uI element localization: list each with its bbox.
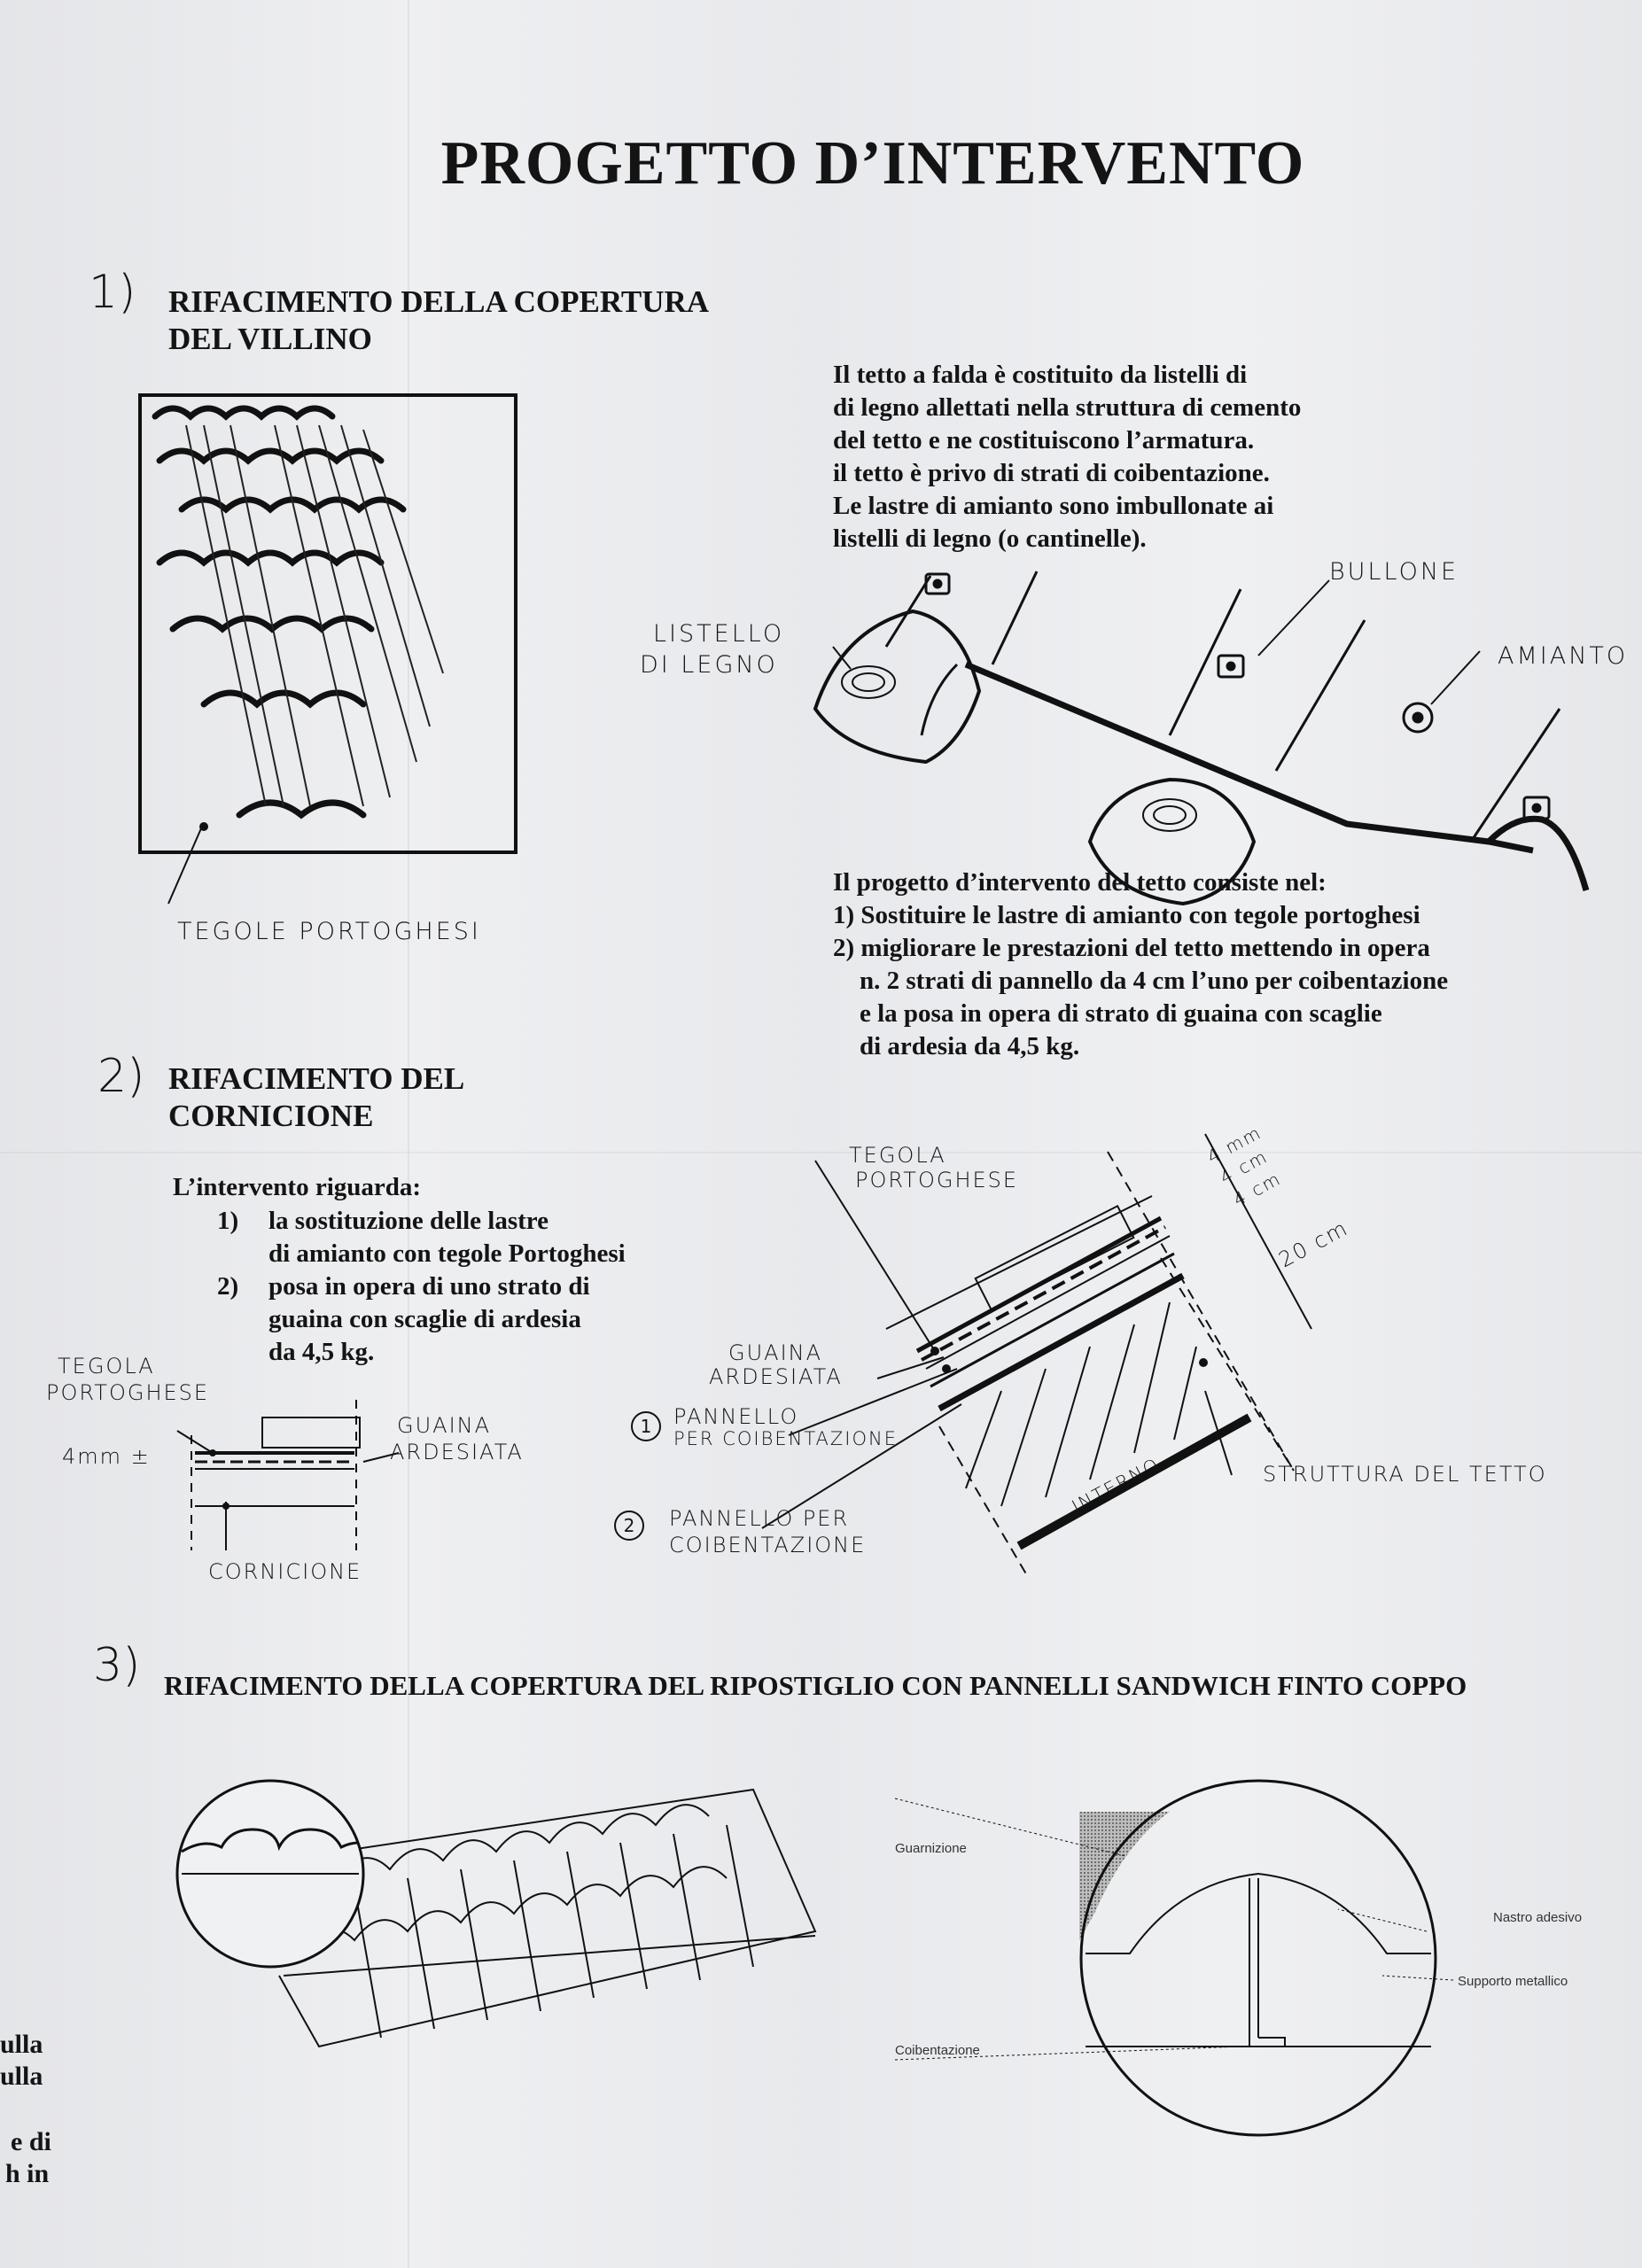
section-label-guaina-line1: GUAINA bbox=[728, 1340, 823, 1365]
label-tegole-portoghesi: TEGOLE PORTOGHESI bbox=[177, 918, 481, 945]
project-line: e la posa in opera di strato di guaina c… bbox=[860, 999, 1382, 1028]
section-label-struttura: STRUTTURA DEL TETTO bbox=[1263, 1462, 1547, 1487]
fold-crease-vertical bbox=[408, 0, 409, 2268]
section-label-pannello1-line2: PER COIBENTAZIONE bbox=[673, 1428, 898, 1449]
section1-heading-line2: DEL VILLINO bbox=[168, 322, 372, 356]
description-line: Il tetto a falda è costituito da listell… bbox=[833, 361, 1248, 389]
section1-heading-line1: RIFACIMENTO DELLA COPERTURA bbox=[168, 284, 710, 319]
cornicione-label-tegola-line2: PORTOGHESE bbox=[46, 1380, 210, 1405]
pannello-2-marker: 2 bbox=[614, 1511, 644, 1541]
detail-label-coibentazione: Coibentazione bbox=[895, 2043, 980, 2058]
roof-section-drawing bbox=[761, 1133, 1312, 1578]
description-line: listelli di legno (o cantinelle). bbox=[833, 524, 1147, 553]
section2-heading-line1: RIFACIMENTO DEL bbox=[168, 1061, 465, 1096]
project-line: di ardesia da 4,5 kg. bbox=[860, 1032, 1080, 1060]
section-label-guaina-line2: ARDESIATA bbox=[709, 1364, 843, 1389]
section1-number: 1) bbox=[89, 266, 136, 319]
section2-heading: RIFACIMENTO DEL CORNICIONE bbox=[168, 1060, 464, 1135]
detail-label-guarnizione: Guarnizione bbox=[895, 1841, 967, 1856]
list-item-line: da 4,5 kg. bbox=[268, 1338, 375, 1366]
section-label-tegola-line1: TEGOLA bbox=[849, 1143, 946, 1168]
section1-heading: RIFACIMENTO DELLA COPERTURA DEL VILLINO bbox=[168, 284, 709, 358]
list-item-line: di amianto con tegole Portoghesi bbox=[268, 1239, 626, 1268]
margin-fragment: ulla bbox=[0, 2030, 43, 2059]
project-line: n. 2 strati di pannello da 4 cm l’uno pe… bbox=[860, 967, 1449, 995]
cornicione-label-tegola-line1: TEGOLA bbox=[58, 1354, 155, 1379]
list-item-line: posa in opera di uno strato di bbox=[268, 1272, 590, 1301]
label-listello-line1: LISTELLO bbox=[653, 620, 785, 648]
cornicione-drawing bbox=[176, 1400, 400, 1550]
page-title: PROGETTO D’INTERVENTO bbox=[440, 129, 1305, 198]
section2-list: 1) la sostituzione delle lastre di amian… bbox=[217, 1205, 626, 1369]
section2-number: 2) bbox=[97, 1050, 145, 1103]
panel-joint-detail-drawing bbox=[894, 1779, 1454, 2137]
listello-section-drawing bbox=[813, 571, 1590, 906]
project-line: Il progetto d’intervento del tetto consi… bbox=[833, 868, 1327, 897]
description-line: del tetto e ne costituiscono l’armatura. bbox=[833, 426, 1255, 454]
list-item: 2) posa in opera di uno strato di guaina… bbox=[217, 1270, 626, 1369]
margin-fragments: ulla ulla e di h in bbox=[0, 2029, 51, 2190]
cornicione-label-guaina-line2: ARDESIATA bbox=[390, 1440, 524, 1464]
section2-heading-line2: CORNICIONE bbox=[168, 1099, 374, 1133]
list-item-number: 2) bbox=[217, 1272, 239, 1301]
fold-crease-horizontal bbox=[0, 1152, 1642, 1153]
section3-heading: RIFACIMENTO DELLA COPERTURA DEL RIPOSTIG… bbox=[164, 1670, 1467, 1701]
margin-fragment: ulla bbox=[0, 2062, 43, 2091]
description-line: il tetto è privo di strati di coibentazi… bbox=[833, 459, 1270, 487]
description-line: di legno allettati nella struttura di ce… bbox=[833, 393, 1302, 422]
section1-project: Il progetto d’intervento del tetto consi… bbox=[833, 866, 1630, 1063]
pannello-1-marker: 1 bbox=[631, 1411, 661, 1441]
section-label-pannello2-line2: COIBENTAZIONE bbox=[669, 1533, 867, 1557]
detail-label-nastro: Nastro adesivo bbox=[1493, 1910, 1583, 1925]
section-label-pannello1-line1: PANNELLO bbox=[673, 1404, 799, 1429]
section2-intro: L’intervento riguarda: bbox=[173, 1173, 422, 1201]
list-item-line: guaina con scaglie di ardesia bbox=[268, 1305, 581, 1333]
cornicione-label-thickness: 4mm ± bbox=[62, 1444, 151, 1469]
cornicione-label-guaina-line1: GUAINA bbox=[397, 1413, 492, 1438]
detail-label-supporto: Supporto metallico bbox=[1458, 1974, 1568, 1989]
label-bullone: BULLONE bbox=[1329, 558, 1459, 586]
list-item-number: 1) bbox=[217, 1207, 239, 1235]
list-item: 1) la sostituzione delle lastre di amian… bbox=[217, 1205, 626, 1270]
description-line: Le lastre di amianto sono imbullonate ai bbox=[833, 492, 1274, 520]
label-listello-line2: DI LEGNO bbox=[640, 651, 778, 679]
list-item-line: la sostituzione delle lastre bbox=[268, 1207, 549, 1235]
sandwich-panel-drawing bbox=[175, 1779, 817, 2048]
roof-tiles-drawing bbox=[138, 393, 518, 905]
label-amianto: AMIANTO bbox=[1498, 642, 1629, 670]
list-item-text: la sostituzione delle lastre di amianto … bbox=[268, 1205, 626, 1270]
section1-description: Il tetto a falda è costituito da listell… bbox=[833, 359, 1453, 555]
project-line: 1) Sostituire le lastre di amianto con t… bbox=[833, 901, 1420, 929]
project-line: 2) migliorare le prestazioni del tetto m… bbox=[833, 934, 1430, 962]
section-label-tegola-line2: PORTOGHESE bbox=[855, 1168, 1019, 1192]
section-label-pannello2-line1: PANNELLO PER bbox=[669, 1506, 850, 1531]
margin-fragment: h in bbox=[5, 2159, 50, 2188]
cornicione-label-cornicione: CORNICIONE bbox=[208, 1559, 362, 1584]
list-item-text: posa in opera di uno strato di guaina co… bbox=[268, 1270, 590, 1369]
section3-number: 3) bbox=[93, 1639, 141, 1692]
margin-fragment: e di bbox=[11, 2127, 51, 2156]
